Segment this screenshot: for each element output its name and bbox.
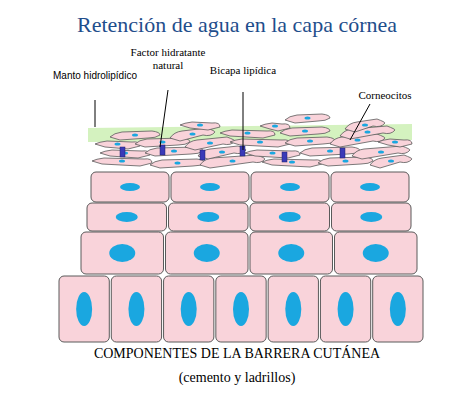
leader-line [95,100,96,127]
lipid-bilayer-mark [160,145,165,155]
corneocyte [285,137,335,146]
skin-cell [216,276,266,342]
skin-cell [59,276,109,342]
cell-nucleus [280,183,300,191]
corneocyte [230,139,290,147]
corneocyte [245,150,300,158]
corneocyte-nucleus [305,116,311,119]
skin-cell [166,232,249,274]
corneocyte-nucleus [190,132,196,135]
corneocyte [378,139,412,147]
corneocyte [220,130,275,138]
corneocyte [92,158,152,166]
cell-nucleus [279,212,301,222]
corneocyte-nucleus [132,133,138,136]
diagram-caption: COMPONENTES DE LA BARRERA CUTÁNEA [20,346,454,362]
corneocyte-nucleus [355,138,361,141]
leader-line [350,104,370,140]
corneocyte-nucleus [245,131,251,134]
skin-cell [268,276,318,342]
corneocyte-nucleus [362,123,368,126]
skin-cell [331,172,409,202]
corneocyte-nucleus [119,159,125,162]
corneocyte [260,123,290,131]
cell-nucleus [360,212,382,222]
lipid-bilayer-mark [340,148,345,158]
skin-cell [87,203,167,231]
cell-nucleus [363,244,389,262]
corneocyte-nucleus [197,123,203,126]
leader-line [160,90,168,147]
lipid-bilayer-mark [200,150,205,160]
corneocyte-nucleus [302,129,308,132]
skin-cell [251,172,329,202]
part-label: Corneocitos [335,89,435,102]
corneocyte [150,159,205,168]
cell-nucleus [200,183,220,191]
corneocyte-nucleus [207,141,213,144]
skin-cell [169,203,249,231]
leader-line [243,92,244,150]
corneocyte-nucleus [307,139,313,142]
corneocyte-nucleus [175,161,181,164]
skin-cell [81,232,164,274]
corneocyte [300,147,360,156]
cell-nucleus [116,212,138,222]
corneocyte-nucleus [343,159,349,162]
skin-cell [111,276,161,342]
corneocyte [345,119,385,132]
corneocyte-nucleus [272,124,278,127]
skin-cell [250,203,330,231]
cell-nucleus [76,292,92,326]
cell-nucleus [120,183,140,191]
skin-cell [171,172,249,202]
cell-nucleus [390,292,406,326]
corneocyte-nucleus [392,140,398,143]
part-label: Bicapa lipídica [208,64,278,77]
corneocyte-nucleus [115,142,121,145]
part-label: Manto hidrolipídico [45,70,145,82]
corneocyte-nucleus [219,150,225,153]
skin-cell [332,203,412,231]
lipid-bilayer-mark [282,152,287,162]
corneocyte [285,114,330,123]
lipid-bilayer-mark [120,147,125,157]
corneocyte [180,122,220,130]
corneocyte [95,141,140,149]
corneocyte [352,146,410,159]
cell-nucleus [109,244,135,262]
cell-nucleus [278,244,304,262]
skin-cell [373,276,423,342]
corneocyte [110,131,160,140]
part-label: Factor hidratante natural [128,46,208,71]
corneocyte-nucleus [270,151,276,154]
corneocyte [262,159,322,167]
corneocyte-nucleus [365,130,371,133]
cell-nucleus [194,244,220,262]
skin-cell [250,232,333,274]
corneocyte-nucleus [327,149,333,152]
corneocyte-nucleus [378,150,384,153]
corneocyte-nucleus [388,159,394,162]
cell-nucleus [285,292,301,326]
corneocyte-nucleus [171,149,177,152]
corneocyte-nucleus [257,140,263,143]
skin-cell [320,276,370,342]
skin-cell [335,232,418,274]
skin-cell [164,276,214,342]
corneocyte [185,137,235,150]
skin-cell [91,172,169,202]
cell-nucleus [338,292,354,326]
cell-nucleus [360,183,380,191]
corneocyte-nucleus [230,159,236,162]
cell-nucleus [197,212,219,222]
diagram-title: Retención de agua en la capa córnea [20,12,454,37]
part-label: (cemento y ladrillos) [20,370,454,386]
cell-nucleus [128,292,144,326]
corneocyte-nucleus [289,160,295,163]
cell-nucleus [233,292,249,326]
cell-nucleus [181,292,197,326]
